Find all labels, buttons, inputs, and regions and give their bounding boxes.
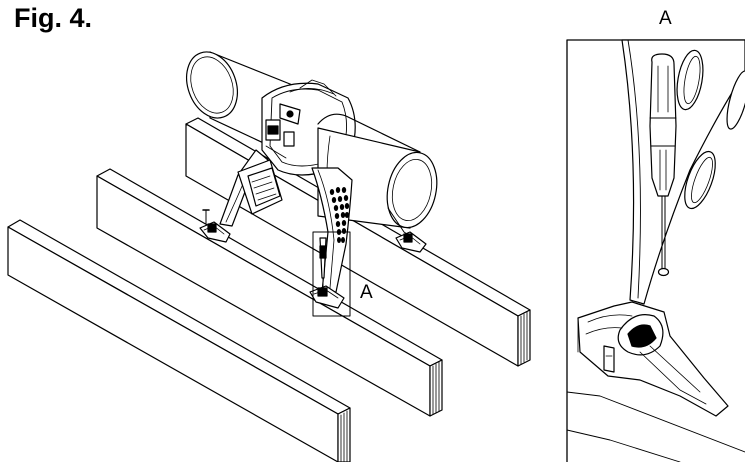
callout-label-a: A xyxy=(360,282,373,303)
detail-view-label-a: A xyxy=(659,8,672,29)
board-middle xyxy=(96,168,443,417)
figure-title: Fig. 4. xyxy=(14,3,93,33)
base-foot-right xyxy=(395,231,427,253)
base-foot-left xyxy=(199,209,231,243)
support-leg-left xyxy=(219,149,283,227)
base-foot-front xyxy=(309,285,345,309)
support-leg-front xyxy=(311,167,353,295)
detail-view-a xyxy=(566,39,745,462)
board-front xyxy=(7,219,351,462)
callout-box xyxy=(312,231,351,317)
